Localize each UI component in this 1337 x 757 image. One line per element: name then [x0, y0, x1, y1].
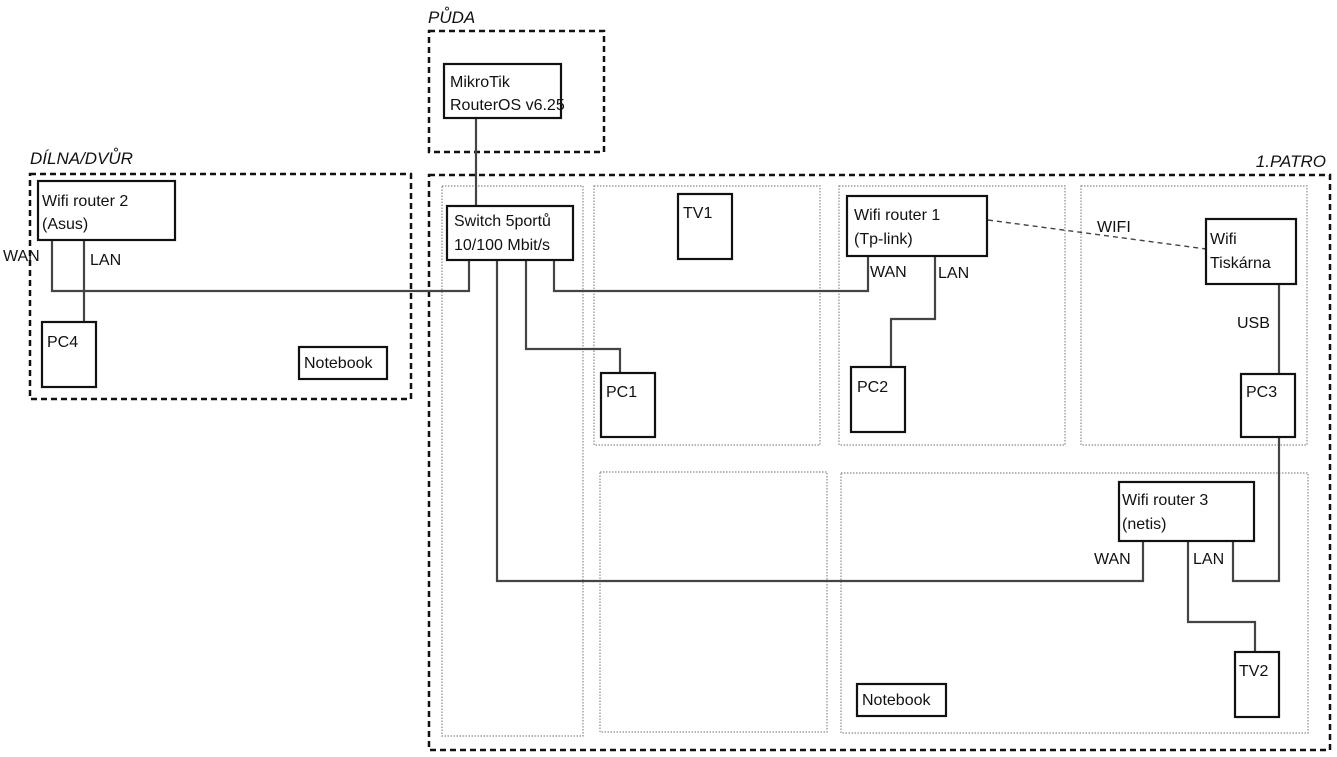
device-tv1-box [676, 192, 734, 261]
zone-puda-border [427, 29, 606, 154]
router2-lan-label: LAN [90, 252, 121, 269]
device-notebook-patro-label: Notebook [862, 692, 931, 709]
zone-dilna-border [28, 172, 413, 401]
wire-router1-lan-pc2 [889, 256, 937, 367]
device-pc2-label: PC2 [857, 379, 888, 396]
room-empty [599, 471, 828, 733]
device-printer-line1: Wifi [1210, 231, 1237, 248]
device-router2-line1: Wifi router 2 [42, 193, 128, 210]
device-router3-line2: (netis) [1122, 516, 1166, 533]
device-router1[interactable]: Wifi router 1 (Tp-link) [845, 194, 989, 258]
device-notebook-patro[interactable]: Notebook [855, 682, 948, 718]
wire-router3-lan-tv2 [1186, 541, 1257, 652]
router2-wan-label: WAN [3, 248, 40, 265]
router1-lan-label: LAN [938, 265, 969, 282]
device-notebook-patro-box [855, 682, 948, 718]
usb-link-label: USB [1237, 315, 1270, 332]
device-pc1-label: PC1 [606, 384, 637, 401]
zone-patro-label: 1.PATRO [1256, 152, 1326, 171]
device-pc2-box [849, 365, 907, 434]
wire-switch-pc1 [524, 260, 622, 373]
device-printer-line2: Tiskárna [1210, 255, 1271, 272]
device-router2-line2: (Asus) [42, 216, 88, 233]
device-switch-box [445, 204, 575, 262]
zone-puda: PŮDA [427, 7, 606, 154]
device-notebook-dilna[interactable]: Notebook [297, 345, 389, 381]
device-router1-line1: Wifi router 1 [854, 207, 940, 224]
wifi-link-label: WIFI [1097, 219, 1131, 236]
zone-puda-label: PŮDA [428, 7, 475, 27]
device-pc4-box [40, 320, 98, 389]
device-printer[interactable]: Wifi Tiskárna [1204, 217, 1298, 286]
zone-dilna-label: DÍLNA/DVŮR [30, 148, 133, 168]
device-router1-box [845, 194, 989, 258]
device-pc3-box [1239, 372, 1297, 439]
device-pc4-label: PC4 [47, 334, 78, 351]
wire-pc3-router3-lan [1231, 437, 1281, 583]
wire-router2-wan-switch [50, 240, 471, 293]
router3-lan-label: LAN [1193, 551, 1224, 568]
room-router1-pc2 [838, 185, 1066, 446]
device-tv2[interactable]: TV2 [1233, 650, 1281, 719]
device-pc1[interactable]: PC1 [599, 371, 657, 439]
device-pc4[interactable]: PC4 [40, 320, 98, 389]
device-pc3-label: PC3 [1246, 384, 1277, 401]
device-pc1-box [599, 371, 657, 439]
device-printer-box [1204, 217, 1298, 286]
device-router2[interactable]: Wifi router 2 (Asus) [36, 179, 177, 242]
device-switch-line2: 10/100 Mbit/s [454, 237, 550, 254]
router3-wan-label: WAN [1094, 551, 1131, 568]
device-notebook-dilna-box [297, 345, 389, 381]
device-switch[interactable]: Switch 5portů 10/100 Mbit/s [445, 204, 575, 262]
device-mikrotik-box [442, 62, 563, 120]
device-mikrotik-line2: RouterOS v6.25 [450, 97, 565, 114]
zone-dilna: DÍLNA/DVŮR [28, 148, 413, 401]
wire-switch-router1-wan [552, 256, 870, 293]
wifi-link-router1-printer [987, 219, 1207, 250]
zone-patro-border [427, 173, 1332, 752]
zone-patro: 1.PATRO [427, 152, 1332, 752]
device-tv1-label: TV1 [683, 205, 712, 222]
device-tv2-label: TV2 [1239, 663, 1268, 680]
device-router1-line2: (Tp-link) [854, 231, 913, 248]
router1-wan-label: WAN [870, 264, 907, 281]
device-router2-box [36, 179, 177, 242]
device-router3-box [1117, 480, 1256, 543]
room-router3 [840, 472, 1309, 734]
device-pc2[interactable]: PC2 [849, 365, 907, 434]
room-printer-pc3 [1080, 185, 1308, 446]
device-mikrotik[interactable]: MikroTik RouterOS v6.25 [442, 62, 565, 120]
device-tv2-box [1233, 650, 1281, 719]
device-router3[interactable]: Wifi router 3 (netis) [1117, 480, 1256, 543]
room-switch [441, 185, 584, 737]
device-switch-line1: Switch 5portů [454, 212, 551, 230]
device-tv1[interactable]: TV1 [676, 192, 734, 261]
device-router3-line1: Wifi router 3 [1122, 492, 1208, 509]
wire-switch-router3-wan [495, 260, 1145, 583]
device-mikrotik-line1: MikroTik [450, 74, 511, 91]
device-notebook-dilna-label: Notebook [304, 355, 373, 372]
room-tv1-pc1 [593, 185, 821, 446]
device-pc3[interactable]: PC3 [1239, 372, 1297, 439]
